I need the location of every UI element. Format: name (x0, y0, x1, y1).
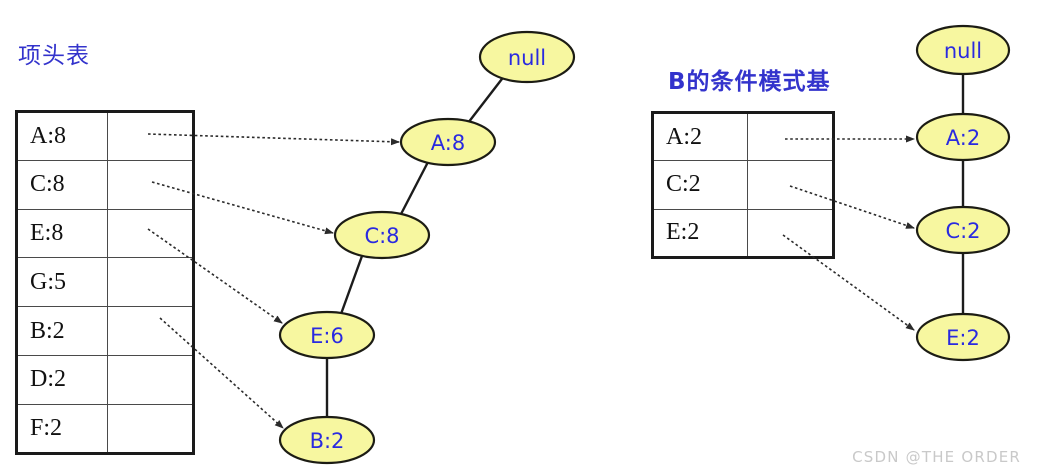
header-link-arrow-c2 (789, 185, 915, 229)
header-link-arrow-e (147, 228, 283, 324)
tree-node-null[interactable]: null (478, 30, 576, 84)
tree-edge-null-to-a (467, 74, 506, 124)
table-row[interactable]: C:2 (652, 160, 835, 210)
tree-node-label: E:2 (946, 326, 980, 350)
table-cell-label: B:2 (16, 306, 108, 356)
table-cell-link[interactable] (746, 208, 835, 259)
left-header-table: A:8 C:8 E:8 G:5 B:2 D:2 (15, 110, 195, 455)
tree-node-label: null (944, 39, 982, 63)
tree-node-b2[interactable]: B:2 (278, 415, 376, 465)
tree-node-a2[interactable]: A:2 (915, 112, 1011, 162)
tree-node-label: A:8 (431, 131, 465, 155)
right-panel-title: B的条件模式基 (668, 69, 831, 95)
table-cell-label: E:2 (652, 208, 748, 259)
tree-node-label: null (508, 46, 546, 70)
table-cell-link[interactable] (746, 160, 835, 210)
table-row[interactable]: F:2 (16, 403, 195, 454)
tree-node-label: A:2 (946, 126, 980, 150)
watermark-text: CSDN @THE ORDER (852, 448, 1021, 466)
tree-node-label: E:6 (310, 324, 344, 348)
table-row[interactable]: E:2 (652, 208, 835, 259)
left-tree-nodes: null A:8 C:8 E:6 B:2 (278, 30, 576, 465)
header-link-arrow-a (147, 133, 400, 146)
tree-node-e2[interactable]: E:2 (915, 312, 1011, 362)
left-header-links (147, 133, 400, 429)
table-row[interactable]: G:5 (16, 257, 195, 308)
table-cell-label: F:2 (16, 403, 108, 454)
right-tree-nodes: null A:2 C:2 E:2 (915, 24, 1011, 362)
left-panel-title: 项头表 (18, 43, 90, 69)
table-row[interactable]: B:2 (16, 306, 195, 356)
tree-node-null-right[interactable]: null (915, 24, 1011, 76)
tree-node-c8[interactable]: C:8 (333, 210, 431, 260)
table-cell-label: G:5 (16, 257, 108, 308)
header-link-arrow-c (151, 181, 334, 235)
table-cell-link[interactable] (106, 403, 195, 454)
tree-node-label: C:8 (364, 224, 399, 248)
table-cell-link[interactable] (106, 306, 195, 356)
table-row[interactable]: A:2 (652, 111, 835, 162)
tree-node-label: C:2 (945, 219, 980, 243)
header-link-arrow-b (159, 317, 284, 429)
table-cell-label: E:8 (16, 208, 108, 259)
tree-node-a8[interactable]: A:8 (399, 117, 497, 167)
right-header-table: A:2 C:2 E:2 (651, 111, 835, 259)
tree-edge-a-to-c (398, 161, 430, 217)
right-header-links (782, 135, 915, 331)
table-cell-label: D:2 (16, 354, 108, 405)
tree-node-label: B:2 (310, 429, 345, 453)
tree-edge-c-to-e (339, 255, 364, 315)
header-link-arrow-e2 (782, 234, 915, 331)
tree-node-c2[interactable]: C:2 (915, 205, 1011, 255)
tree-node-e6[interactable]: E:6 (278, 310, 376, 360)
table-cell-label: A:2 (652, 111, 748, 162)
table-cell-link[interactable] (106, 111, 195, 161)
left-tree-edges (325, 74, 506, 418)
